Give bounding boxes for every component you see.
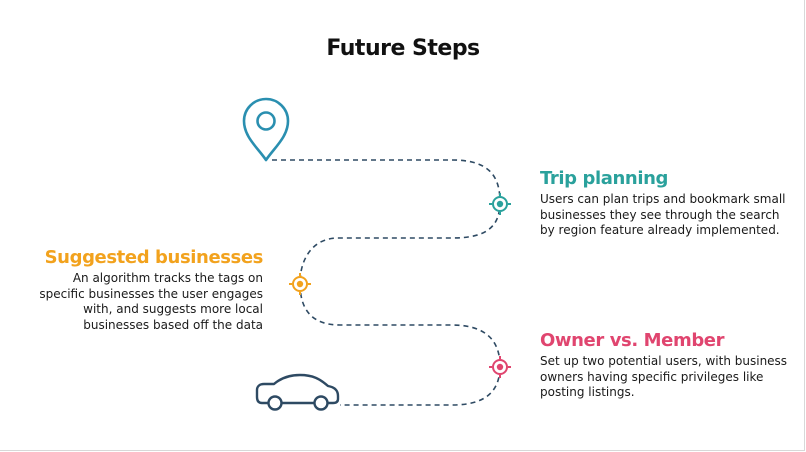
target-marker-icon bbox=[489, 356, 511, 378]
step-owner-vs-member: Owner vs. Member Set up two potential us… bbox=[540, 330, 790, 401]
target-marker-icon bbox=[289, 273, 311, 295]
target-marker-icon bbox=[489, 193, 511, 215]
step-description: Users can plan trips and bookmark small … bbox=[540, 192, 786, 237]
step-description: Set up two potential users, with busines… bbox=[540, 354, 788, 399]
page-title: Future Steps bbox=[326, 36, 480, 61]
step-suggested-businesses: Suggested businesses An algorithm tracks… bbox=[30, 247, 263, 333]
step-title: Owner vs. Member bbox=[540, 330, 725, 351]
map-pin-icon bbox=[242, 97, 290, 162]
step-description: An algorithm tracks the tags on specific… bbox=[39, 271, 263, 332]
car-icon bbox=[255, 373, 340, 411]
step-title: Trip planning bbox=[540, 168, 668, 189]
step-title: Suggested businesses bbox=[44, 247, 264, 268]
step-trip-planning: Trip planning Users can plan trips and b… bbox=[540, 168, 790, 239]
